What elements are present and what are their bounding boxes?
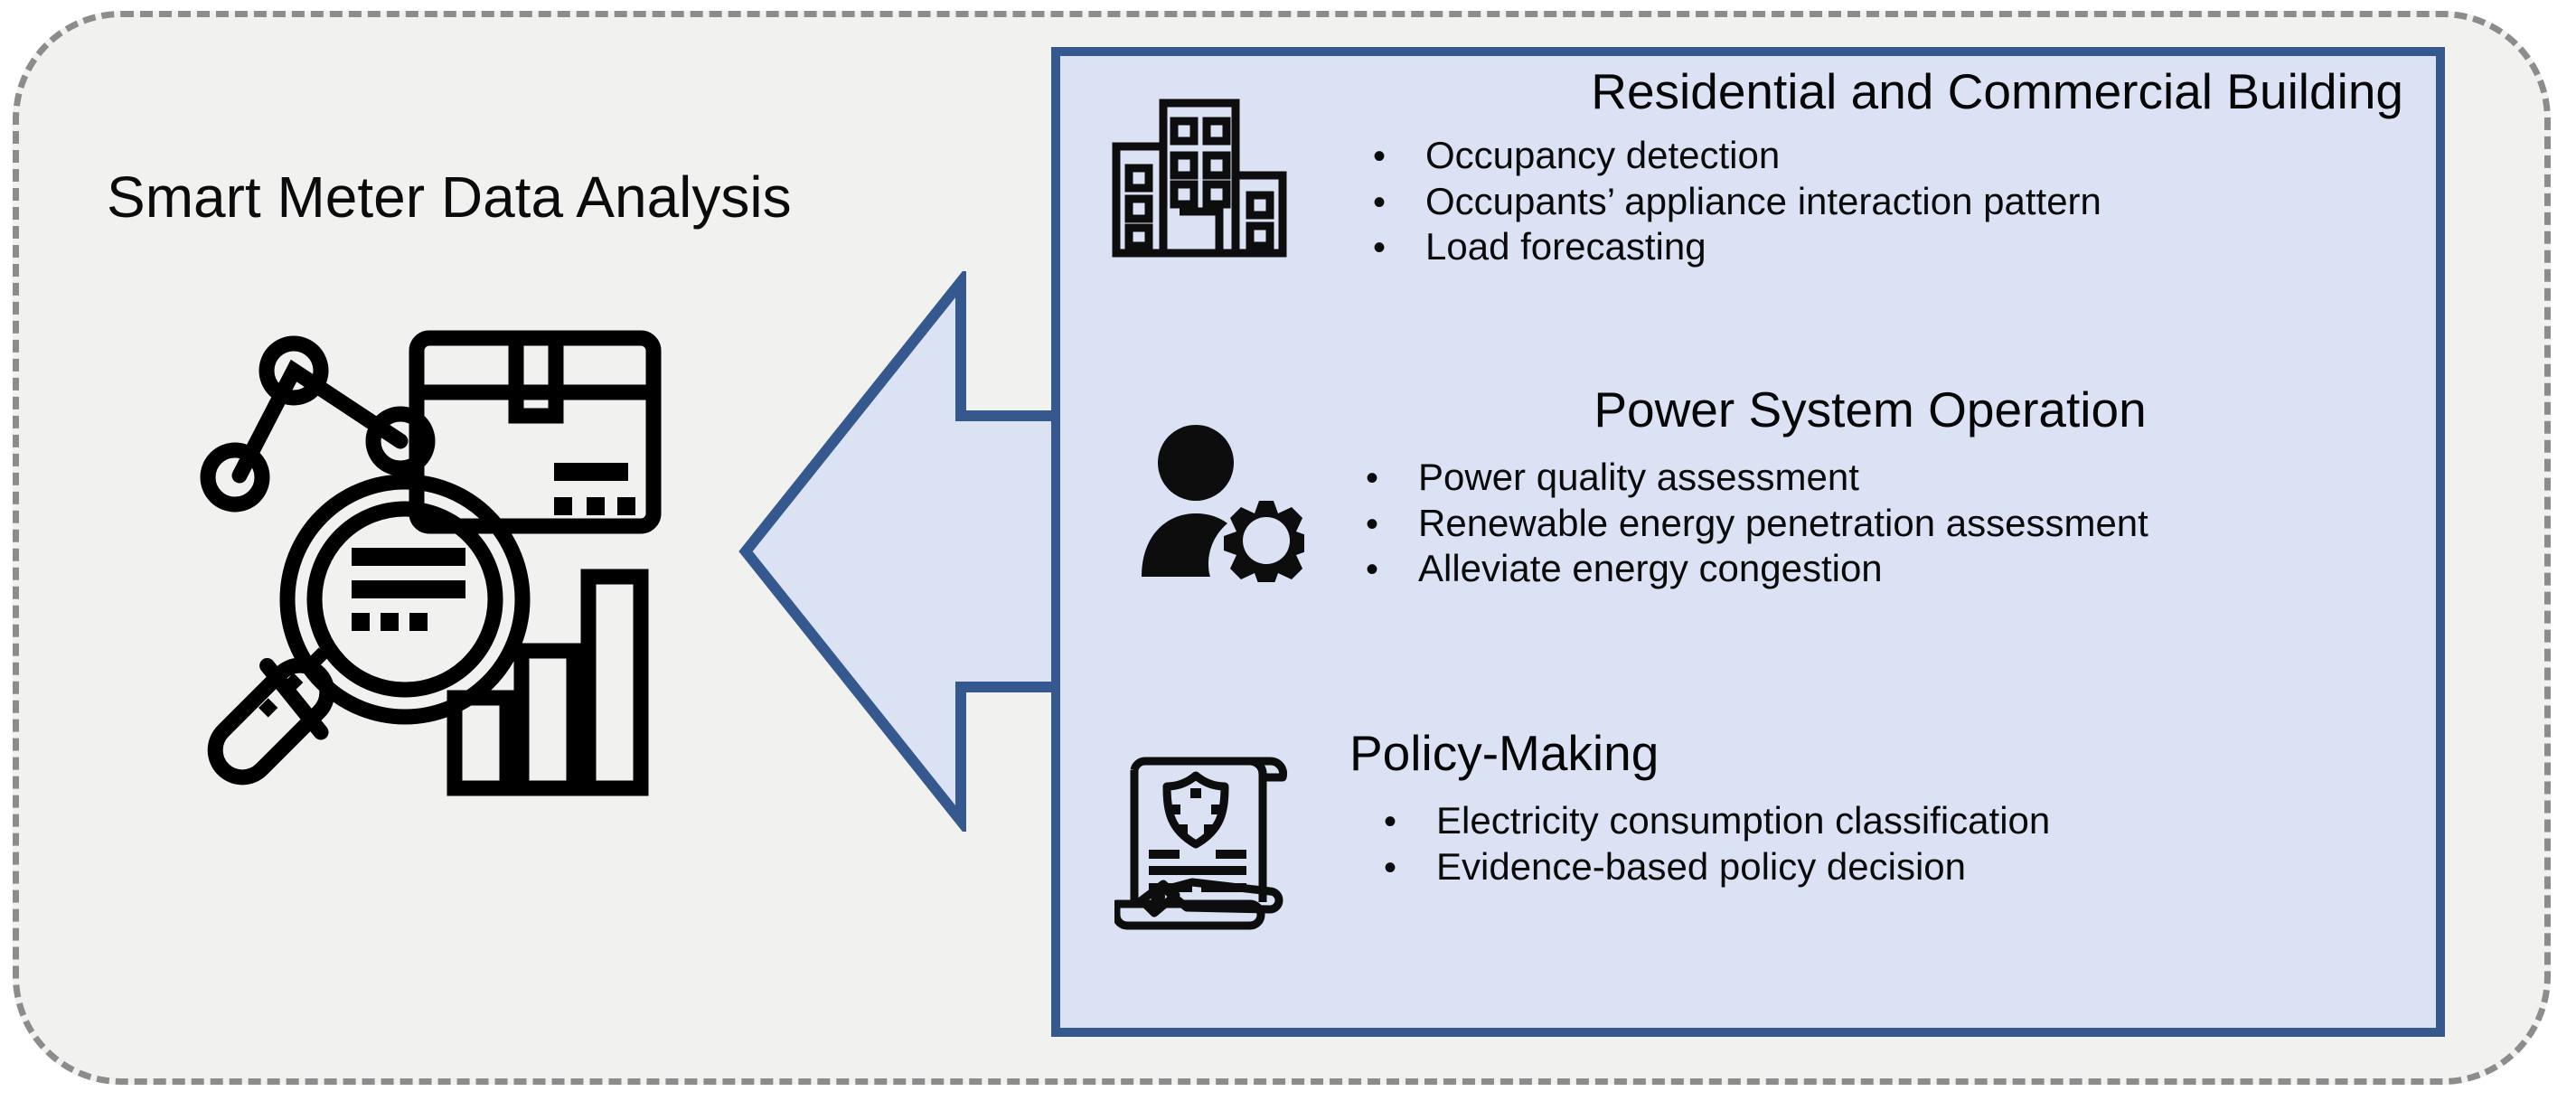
bullet-text: Electricity consumption classification [1436,799,2051,842]
categories-panel: Residential and Commercial Building • Oc… [1051,47,2445,1037]
bullet-glyph: • [1384,802,1397,842]
bullet-text: Occupants’ appliance interaction pattern [1425,179,2101,222]
list-item: • Evidence-based policy decision [1384,844,2418,889]
section-heading: Policy-Making [1349,725,1659,781]
user-gear-icon [1136,423,1304,582]
data-analysis-magnifier-icon [185,315,673,803]
bullet-list: • Electricity consumption classification… [1322,798,2418,889]
page-title: Smart Meter Data Analysis [107,165,792,230]
list-item: • Occupancy detection [1373,133,2418,178]
bullet-glyph: • [1373,136,1387,177]
bullet-text: Renewable energy penetration assessment [1418,501,2148,544]
bullet-list: • Occupancy detection • Occupants’ appli… [1322,133,2418,269]
left-arrow [737,271,1116,832]
bullet-glyph: • [1366,503,1379,544]
bullet-glyph: • [1384,847,1397,888]
bullet-glyph: • [1373,182,1387,222]
section-power-system-operation: Power System Operation • Power quality a… [1060,381,2436,689]
bullet-list: • Power quality assessment • Renewable e… [1322,455,2418,591]
bullet-glyph: • [1366,550,1379,590]
list-item: • Occupants’ appliance interaction patte… [1373,179,2418,224]
bullet-text: Power quality assessment [1418,456,1859,499]
section-heading: Power System Operation [1594,381,2147,438]
section-heading: Residential and Commercial Building [1591,63,2403,119]
list-item: • Power quality assessment [1366,455,2418,500]
bullet-text: Occupancy detection [1425,134,1781,177]
section-policy-making: Policy-Making • Electricity consumption … [1060,725,2436,1023]
list-item: • Electricity consumption classification [1384,798,2418,843]
bullet-text: Alleviate energy congestion [1418,547,1883,590]
list-item: • Load forecasting [1373,224,2418,269]
bullet-text: Load forecasting [1425,225,1706,268]
bullet-glyph: • [1366,458,1379,499]
policy-scroll-pen-icon [1114,750,1295,931]
building-icon [1109,81,1290,262]
section-residential-commercial-building: Residential and Commercial Building • Oc… [1060,63,2436,362]
list-item: • Renewable energy penetration assessmen… [1366,501,2418,546]
list-item: • Alleviate energy congestion [1366,546,2418,591]
bullet-text: Evidence-based policy decision [1436,844,1967,888]
bullet-glyph: • [1373,228,1387,268]
